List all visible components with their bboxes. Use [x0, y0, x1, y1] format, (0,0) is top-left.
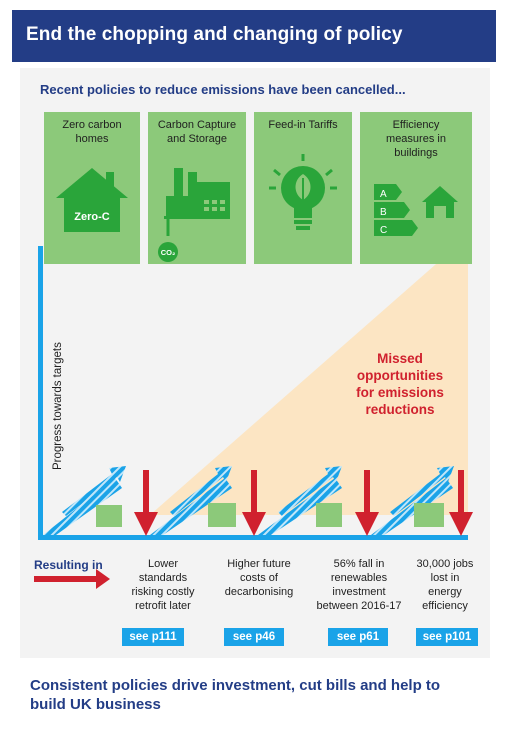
y-axis	[38, 246, 43, 540]
svg-text:C: C	[380, 225, 387, 236]
policy-feed-in-tariffs: Feed-in Tariffs	[254, 112, 352, 264]
lightbulb-leaf-icon	[269, 154, 337, 230]
page-title: End the chopping and changing of policy	[26, 24, 403, 45]
factory-icon: CO₂	[158, 168, 230, 262]
house-icon: Zero-C	[56, 168, 128, 232]
resulting-arrow	[34, 569, 110, 589]
see-page-link-2[interactable]: see p46	[224, 628, 284, 646]
header-banner: End the chopping and changing of policy	[12, 10, 496, 62]
see-page-link-1[interactable]: see p111	[122, 628, 184, 646]
see-page-link-3[interactable]: see p61	[328, 628, 388, 646]
missed-opportunities-label: Missed opportunities for emissions reduc…	[356, 351, 444, 417]
svg-text:A: A	[380, 189, 387, 200]
progress-segment-4	[371, 466, 473, 536]
missed-triangle	[150, 236, 468, 515]
footer-statement: Consistent policies drive investment, cu…	[30, 677, 441, 713]
y-axis-label: Progress towards targets	[52, 342, 64, 470]
svg-text:B: B	[380, 207, 387, 218]
subtitle: Recent policies to reduce emissions have…	[40, 82, 406, 97]
see-page-link-4[interactable]: see p101	[416, 628, 478, 646]
policy-label: Feed-in Tariffs	[268, 119, 338, 131]
efficiency-rating-icon: A B C	[374, 184, 458, 236]
progress-segment-3	[258, 466, 379, 536]
x-axis	[38, 535, 468, 540]
resulting-in-label: Resulting in	[34, 558, 103, 572]
progress-segment-2	[150, 466, 266, 536]
svg-text:Zero-C: Zero-C	[74, 211, 110, 223]
progress-segment-1	[43, 466, 158, 536]
svg-text:CO₂: CO₂	[161, 248, 176, 257]
